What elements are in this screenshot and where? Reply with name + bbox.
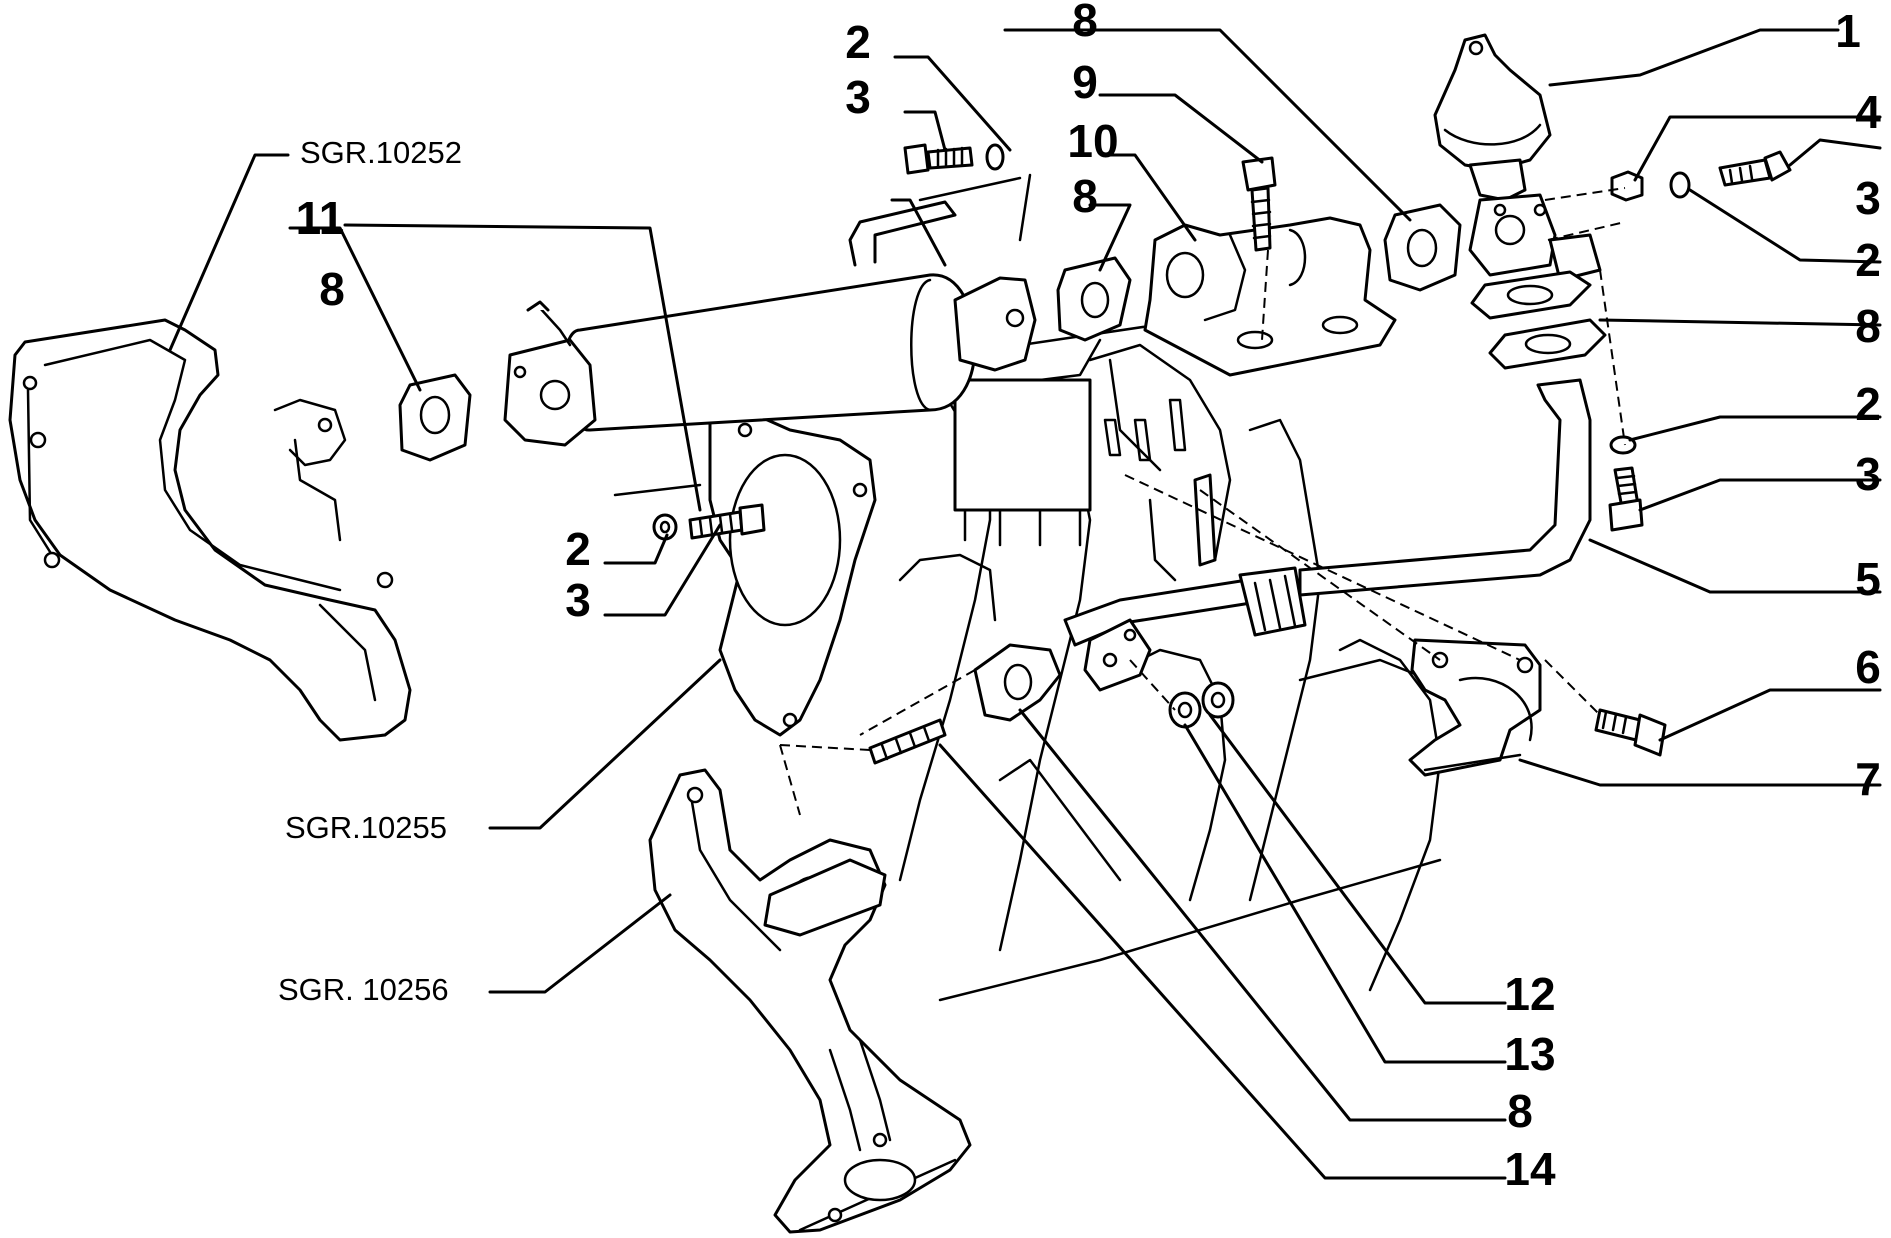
callout-11: 11 bbox=[296, 192, 345, 244]
callout-14: 14 bbox=[1504, 1143, 1556, 1195]
callout-7: 7 bbox=[1855, 753, 1881, 805]
heat-shield-assembly bbox=[8, 318, 412, 742]
egr-cooler bbox=[503, 200, 1037, 447]
callout-8: 8 bbox=[1855, 300, 1881, 352]
callout-3: 3 bbox=[845, 71, 871, 123]
callout-8: 8 bbox=[1072, 170, 1098, 222]
bracket-10 bbox=[1143, 216, 1397, 377]
callout-3: 3 bbox=[1855, 172, 1881, 224]
assembly-lines bbox=[779, 187, 1626, 816]
callout-8: 8 bbox=[319, 263, 345, 315]
fasteners bbox=[652, 143, 1792, 765]
callout-10: 10 bbox=[1067, 115, 1118, 167]
callout-1: 1 bbox=[1835, 5, 1861, 57]
callout-2: 2 bbox=[845, 16, 871, 68]
callout-6: 6 bbox=[1855, 641, 1881, 693]
leader-lines bbox=[168, 28, 1882, 1180]
reference-sgr-10252: SGR.10252 bbox=[300, 135, 462, 170]
reference-sgr-10255: SGR.10255 bbox=[285, 810, 447, 845]
callout-12: 12 bbox=[1504, 968, 1555, 1020]
egr-valve bbox=[1433, 33, 1602, 282]
callout-2: 2 bbox=[1855, 378, 1881, 430]
callout-13: 13 bbox=[1504, 1028, 1555, 1080]
callout-4: 4 bbox=[1855, 86, 1881, 138]
callout-8: 8 bbox=[1072, 0, 1098, 46]
reference-sgr-10256: SGR. 10256 bbox=[278, 972, 449, 1007]
callout-3: 3 bbox=[565, 574, 591, 626]
intake-manifold bbox=[708, 278, 1442, 1002]
callout-9: 9 bbox=[1072, 56, 1098, 108]
part-callouts: 1 4 3 2 8 2 3 5 6 7 12 13 8 14 2 3 8 9 1… bbox=[296, 0, 1882, 1195]
callout-5: 5 bbox=[1855, 553, 1881, 605]
callout-3: 3 bbox=[1855, 448, 1881, 500]
exhaust-manifold bbox=[648, 768, 972, 1234]
callout-2: 2 bbox=[1855, 234, 1881, 286]
callout-2: 2 bbox=[565, 523, 591, 575]
gasket-items bbox=[398, 203, 1607, 722]
assembly-references: SGR.10252 SGR.10255 SGR. 10256 bbox=[278, 135, 462, 1007]
callout-8: 8 bbox=[1507, 1085, 1533, 1137]
egr-pipe bbox=[1063, 378, 1592, 692]
clamp-7 bbox=[1408, 638, 1542, 777]
